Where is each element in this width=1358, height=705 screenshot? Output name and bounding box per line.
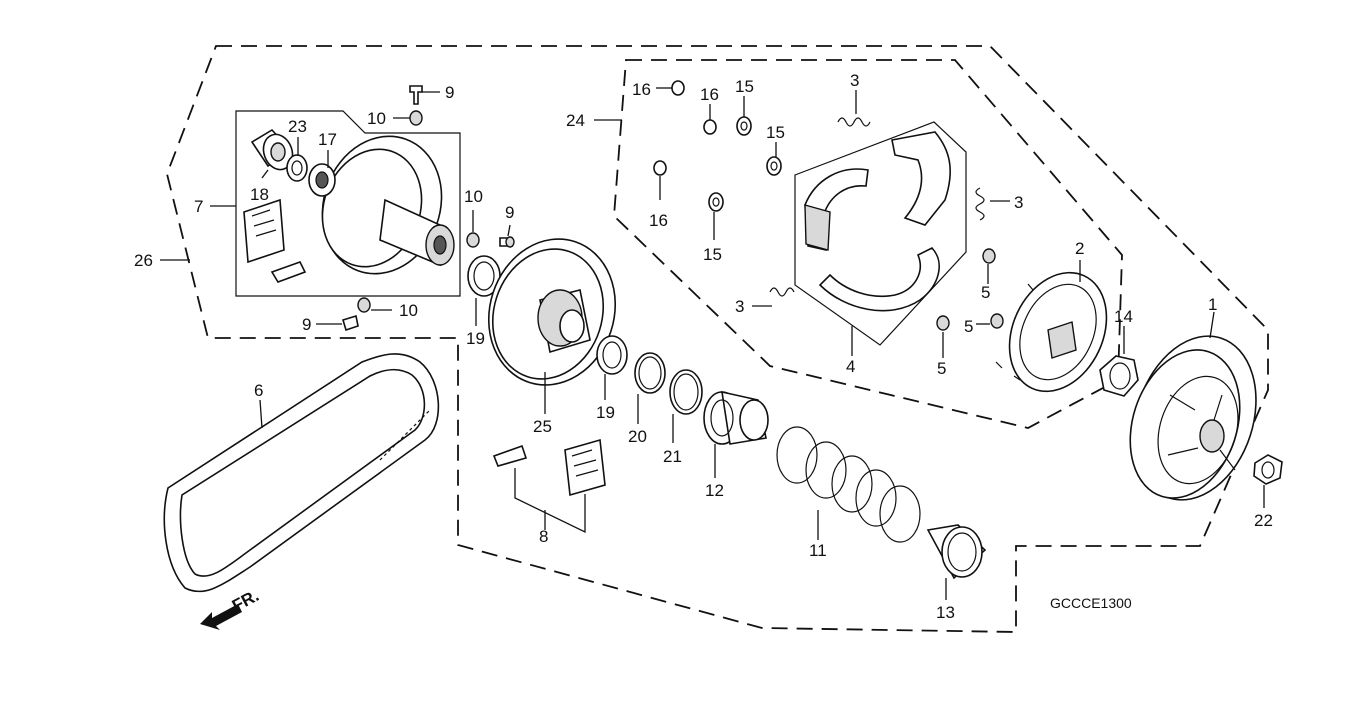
- clutch-outer-1: [1129, 335, 1257, 501]
- callout-19-b: 19: [596, 403, 615, 422]
- callout-16-c: 16: [649, 211, 668, 230]
- nut-16-c: [653, 160, 667, 176]
- callout-14: 14: [1114, 307, 1133, 326]
- nut-16-a: [671, 80, 685, 96]
- nut-16-b: [703, 119, 717, 135]
- washer-15-a: [736, 116, 752, 136]
- bearing-17: [308, 163, 336, 197]
- callout-23: 23: [288, 117, 307, 136]
- callout-11: 11: [809, 541, 827, 560]
- clutch-shoe-lower: [818, 247, 940, 312]
- callout-3-right: 3: [1014, 193, 1023, 212]
- group-box-4: [794, 121, 967, 346]
- callout-26: 26: [134, 251, 153, 270]
- group-box-7: [235, 110, 461, 297]
- movable-drive-face: [321, 135, 455, 275]
- callout-10-mid: 10: [464, 187, 483, 206]
- callout-20: 20: [628, 427, 647, 446]
- callout-24: 24: [566, 111, 585, 130]
- callout-9-top: 9: [445, 83, 454, 102]
- callout-4: 4: [846, 357, 855, 376]
- callout-9-low: 9: [302, 315, 311, 334]
- seal-collar-12: [703, 390, 769, 445]
- callout-17: 17: [318, 130, 337, 149]
- driven-face: [487, 238, 617, 386]
- clutch-shoe-upper-left: [804, 168, 869, 252]
- clutch-shoe-upper-right: [891, 131, 951, 226]
- leader-lines: [160, 87, 1265, 600]
- callout-8: 8: [539, 527, 548, 546]
- callout-2: 2: [1075, 239, 1084, 258]
- callout-18: 18: [250, 185, 269, 204]
- callout-7: 7: [194, 197, 203, 216]
- front-direction-arrow-icon: FR.: [200, 586, 262, 630]
- bolt-9-top: [409, 85, 423, 105]
- grease-pack-7: [243, 198, 307, 283]
- callout-21: 21: [663, 447, 682, 466]
- driven-face-spring-11: [776, 426, 921, 543]
- drive-belt: [163, 353, 440, 593]
- nut-5-b: [990, 313, 1004, 329]
- callout-15-a: 15: [735, 77, 754, 96]
- nut-5-c: [936, 315, 950, 331]
- callout-5-b: 5: [964, 317, 973, 336]
- callout-1: 1: [1208, 295, 1217, 314]
- washer-15-c: [708, 192, 724, 212]
- washer-15-b: [766, 156, 782, 176]
- callout-19-a: 19: [466, 329, 485, 348]
- nut-10-top: [409, 110, 423, 126]
- callout-12: 12: [705, 481, 724, 500]
- callout-16-a: 16: [632, 80, 651, 99]
- collar-18: [250, 128, 294, 171]
- nut-22: [1253, 454, 1283, 485]
- callout-9-mid: 9: [505, 203, 514, 222]
- bolt-9-mid: [499, 236, 515, 248]
- spring-3-top: [837, 117, 871, 127]
- diagram-code: GCCCE1300: [1050, 595, 1132, 611]
- drive-plate-2: [995, 271, 1108, 393]
- nut-5-a: [982, 248, 996, 264]
- callout-16-b: 16: [700, 85, 719, 104]
- spring-3-right: [975, 187, 985, 221]
- spring-3-left: [769, 287, 795, 297]
- callout-3-left: 3: [735, 297, 744, 316]
- nut-10-low: [357, 297, 371, 313]
- callout-5-a: 5: [981, 283, 990, 302]
- callout-5-c: 5: [937, 359, 946, 378]
- callout-15-c: 15: [703, 245, 722, 264]
- needle-bearing-19b: [596, 335, 628, 375]
- callout-6: 6: [254, 381, 263, 400]
- callout-25: 25: [533, 417, 552, 436]
- callout-3-top: 3: [850, 71, 859, 90]
- lock-nut-14: [1099, 355, 1139, 397]
- callout-10-top: 10: [367, 109, 386, 128]
- oil-seal-23: [286, 154, 308, 182]
- callout-10-low: 10: [399, 301, 418, 320]
- group-frame-24: [613, 59, 1123, 429]
- callout-15-b: 15: [766, 123, 785, 142]
- grease-pack-8: [492, 438, 606, 497]
- circlip-20: [634, 352, 666, 394]
- nut-10-mid: [466, 232, 480, 248]
- callout-labels: 9 10 23 17 18 7 26 10 9 10 9 19 6 25 8 1…: [134, 71, 1273, 622]
- collar-13: [926, 524, 987, 580]
- bolt-9-low: [342, 314, 359, 332]
- callout-22: 22: [1254, 511, 1273, 530]
- circlip-21: [669, 369, 703, 415]
- callout-13: 13: [936, 603, 955, 622]
